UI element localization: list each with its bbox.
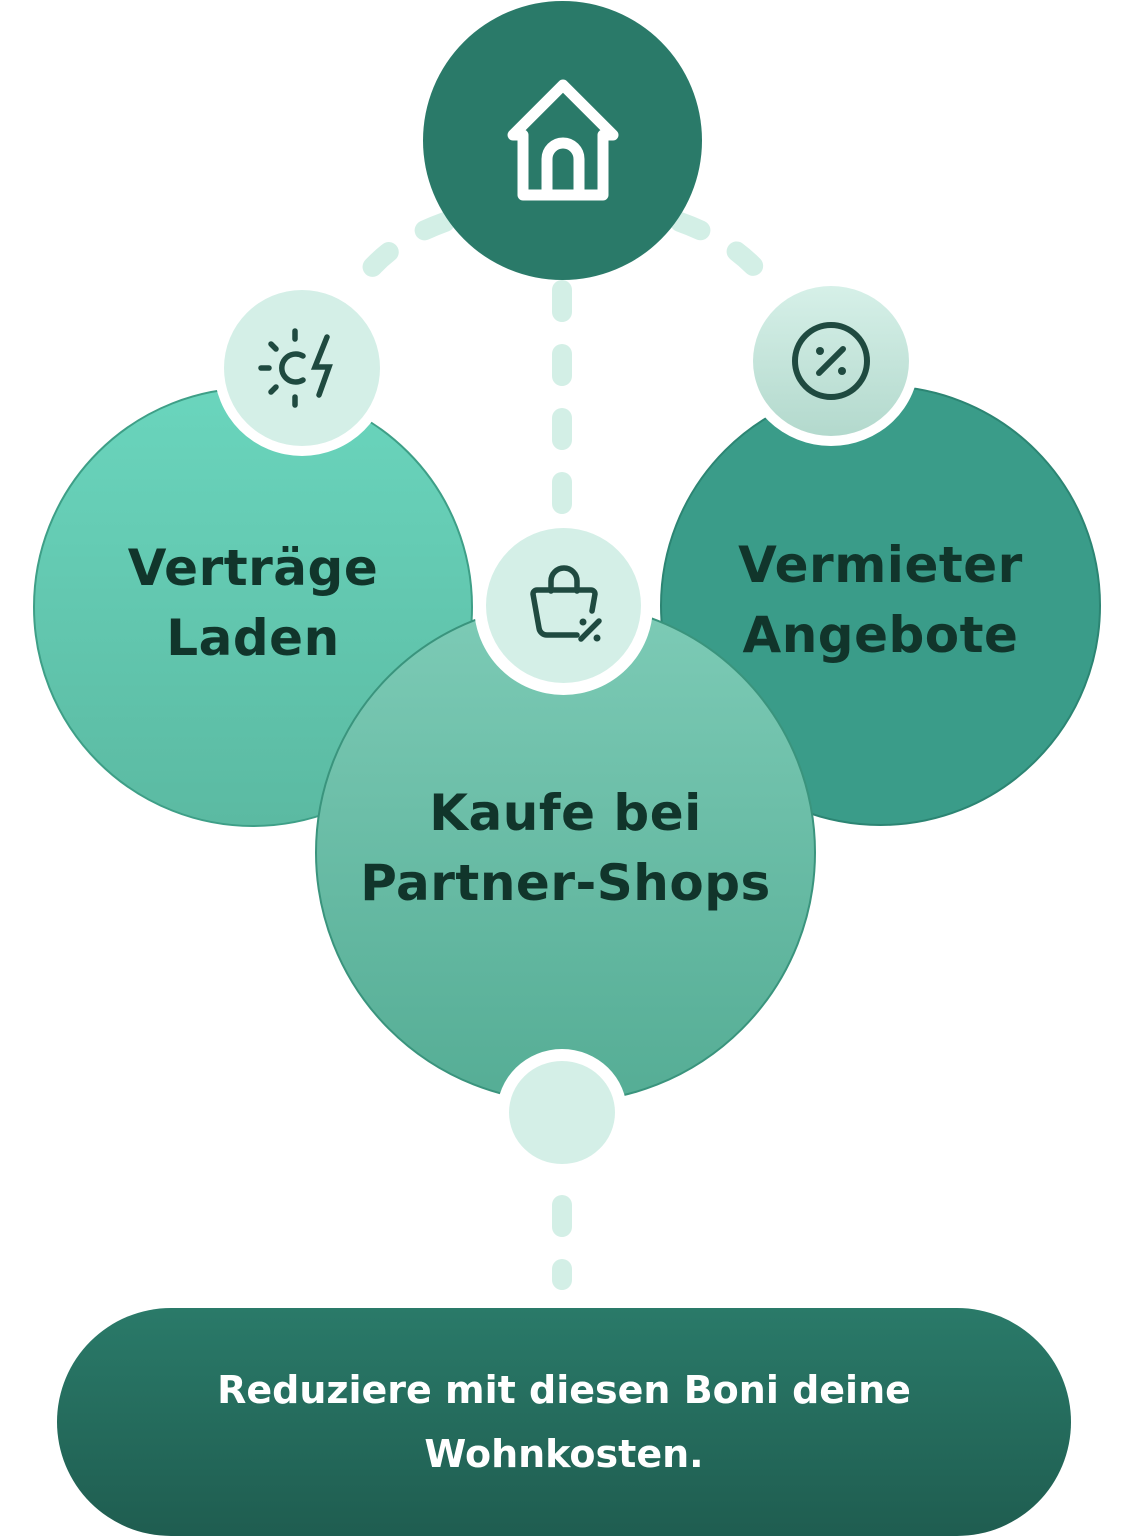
node-vermieter-label-line2: Angebote	[742, 605, 1019, 664]
node-vermieter-label-line1: Vermieter	[738, 535, 1023, 594]
sun-bolt-icon	[258, 328, 333, 408]
node-vertraege-label-line1: Verträge	[127, 539, 379, 597]
summary-text-line2: Wohnkosten.	[424, 1432, 704, 1476]
connector-left	[358, 212, 455, 282]
node-kaufe-label-line2: Partner-Shops	[360, 853, 771, 912]
node-kaufe-label: Kaufe bei Partner-Shops	[360, 778, 771, 918]
home-node	[423, 1, 702, 280]
shopping-bag-badge	[486, 528, 641, 683]
node-vertraege-label-line2: Laden	[166, 609, 340, 667]
node-kaufe-label-line1: Kaufe bei	[429, 783, 702, 842]
summary-text: Reduziere mit diesen Boni deine Wohnkost…	[164, 1358, 964, 1486]
shopping-bag-percent-icon	[529, 564, 602, 642]
home-icon	[507, 79, 618, 200]
summary-text-line1: Reduziere mit diesen Boni deine	[217, 1368, 911, 1412]
percent-badge	[753, 286, 909, 436]
node-vermieter-label: Vermieter Angebote	[738, 530, 1023, 670]
summary-pill: Reduziere mit diesen Boni deine Wohnkost…	[57, 1308, 1071, 1536]
connector-right	[670, 212, 767, 280]
node-vertraege-label: Verträge Laden	[128, 533, 379, 673]
bottom-badge	[509, 1061, 615, 1164]
sun-bolt-badge	[224, 290, 380, 446]
percent-icon	[792, 322, 870, 400]
